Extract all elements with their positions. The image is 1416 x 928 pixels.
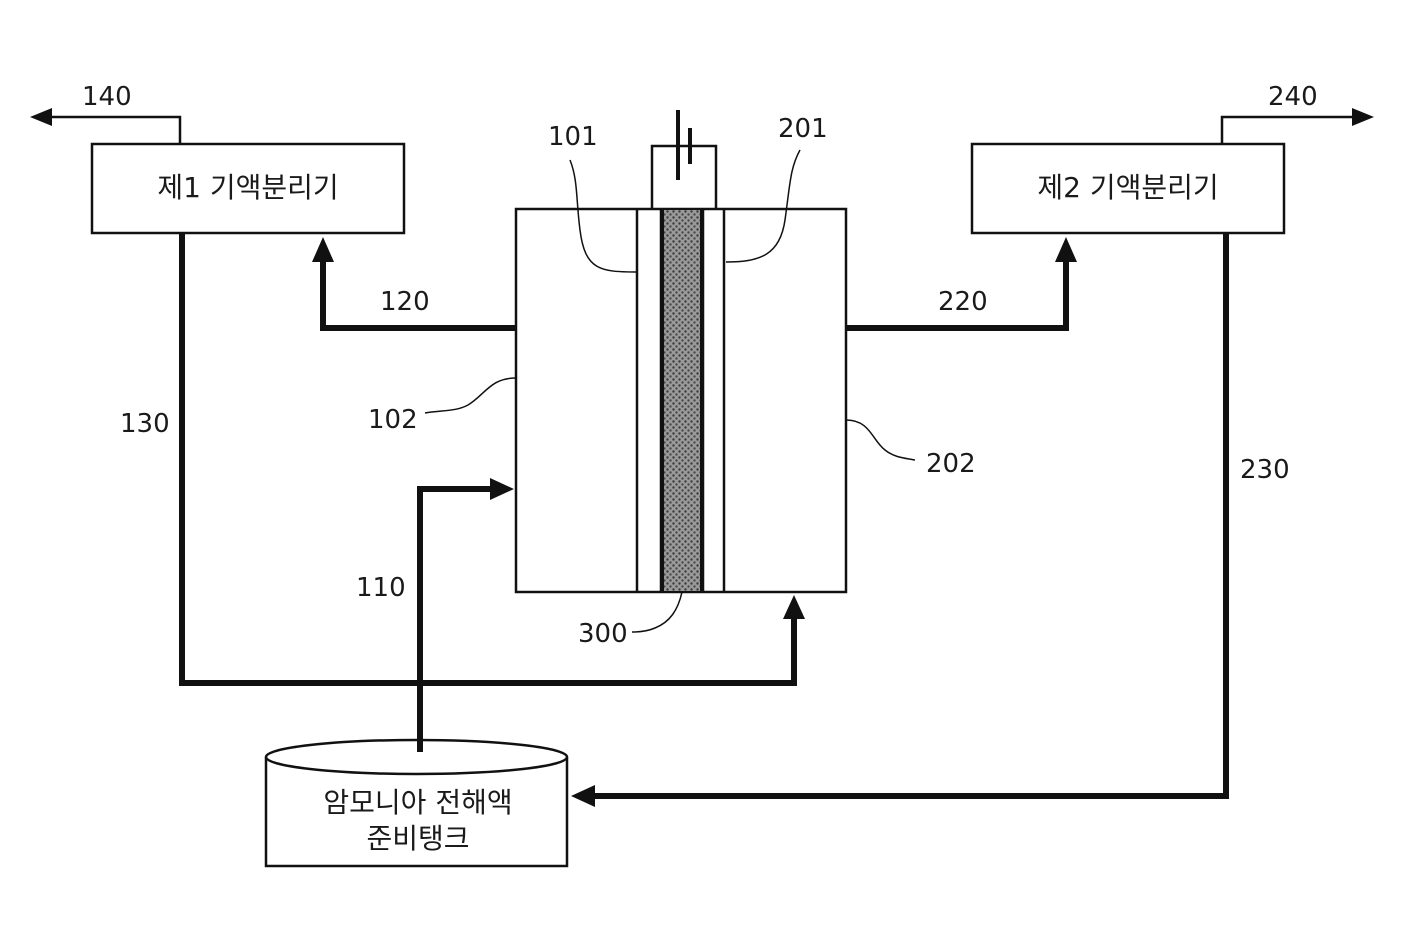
stream-140-arrowhead (30, 108, 52, 126)
membrane-300 (663, 209, 701, 592)
leader-101 (570, 160, 637, 272)
separator-2-label: 제2 기액분리기 (1037, 171, 1218, 204)
leader-202 (846, 420, 915, 460)
separator-1-label: 제1 기액분리기 (157, 171, 338, 204)
ref-230: 230 (1240, 455, 1290, 485)
first-gas-liquid-separator: 제1 기액분리기 (92, 144, 404, 233)
stream-110 (420, 478, 514, 752)
second-gas-liquid-separator: 제2 기액분리기 (972, 144, 1284, 233)
leader-201 (726, 150, 800, 262)
ref-240: 240 (1268, 82, 1318, 112)
stream-120-arrowhead (312, 237, 334, 262)
stream-140 (30, 108, 180, 144)
ref-130: 130 (120, 409, 170, 439)
ref-102: 102 (368, 405, 418, 435)
electrolysis-cell (516, 209, 846, 592)
leader-300 (632, 592, 682, 632)
stream-130-arrowhead (783, 595, 805, 619)
stream-110-line (420, 489, 494, 752)
ref-202: 202 (926, 449, 976, 479)
stream-130 (182, 233, 805, 683)
ref-300: 300 (578, 619, 628, 649)
leader-102 (425, 378, 516, 413)
stream-140-line (50, 117, 180, 144)
power-supply-wire (652, 146, 716, 209)
ref-140: 140 (82, 82, 132, 112)
ref-220: 220 (938, 287, 988, 317)
stream-240-arrowhead (1352, 108, 1374, 126)
ref-110: 110 (356, 573, 406, 603)
ref-120: 120 (380, 287, 430, 317)
stream-240 (1222, 108, 1374, 144)
power-supply (652, 110, 716, 209)
tank-label-line-2: 준비탱크 (366, 822, 469, 855)
tank-top (266, 740, 567, 774)
tank-label-line-1: 암모니아 전해액 (323, 786, 512, 819)
ammonia-electrolyte-tank: 암모니아 전해액 준비탱크 (266, 740, 567, 866)
ref-101: 101 (548, 122, 598, 152)
ref-201: 201 (778, 114, 828, 144)
stream-220-arrowhead (1055, 237, 1077, 262)
stream-230-arrowhead (571, 785, 595, 807)
stream-240-line (1222, 117, 1354, 144)
stream-110-arrowhead (490, 478, 514, 500)
